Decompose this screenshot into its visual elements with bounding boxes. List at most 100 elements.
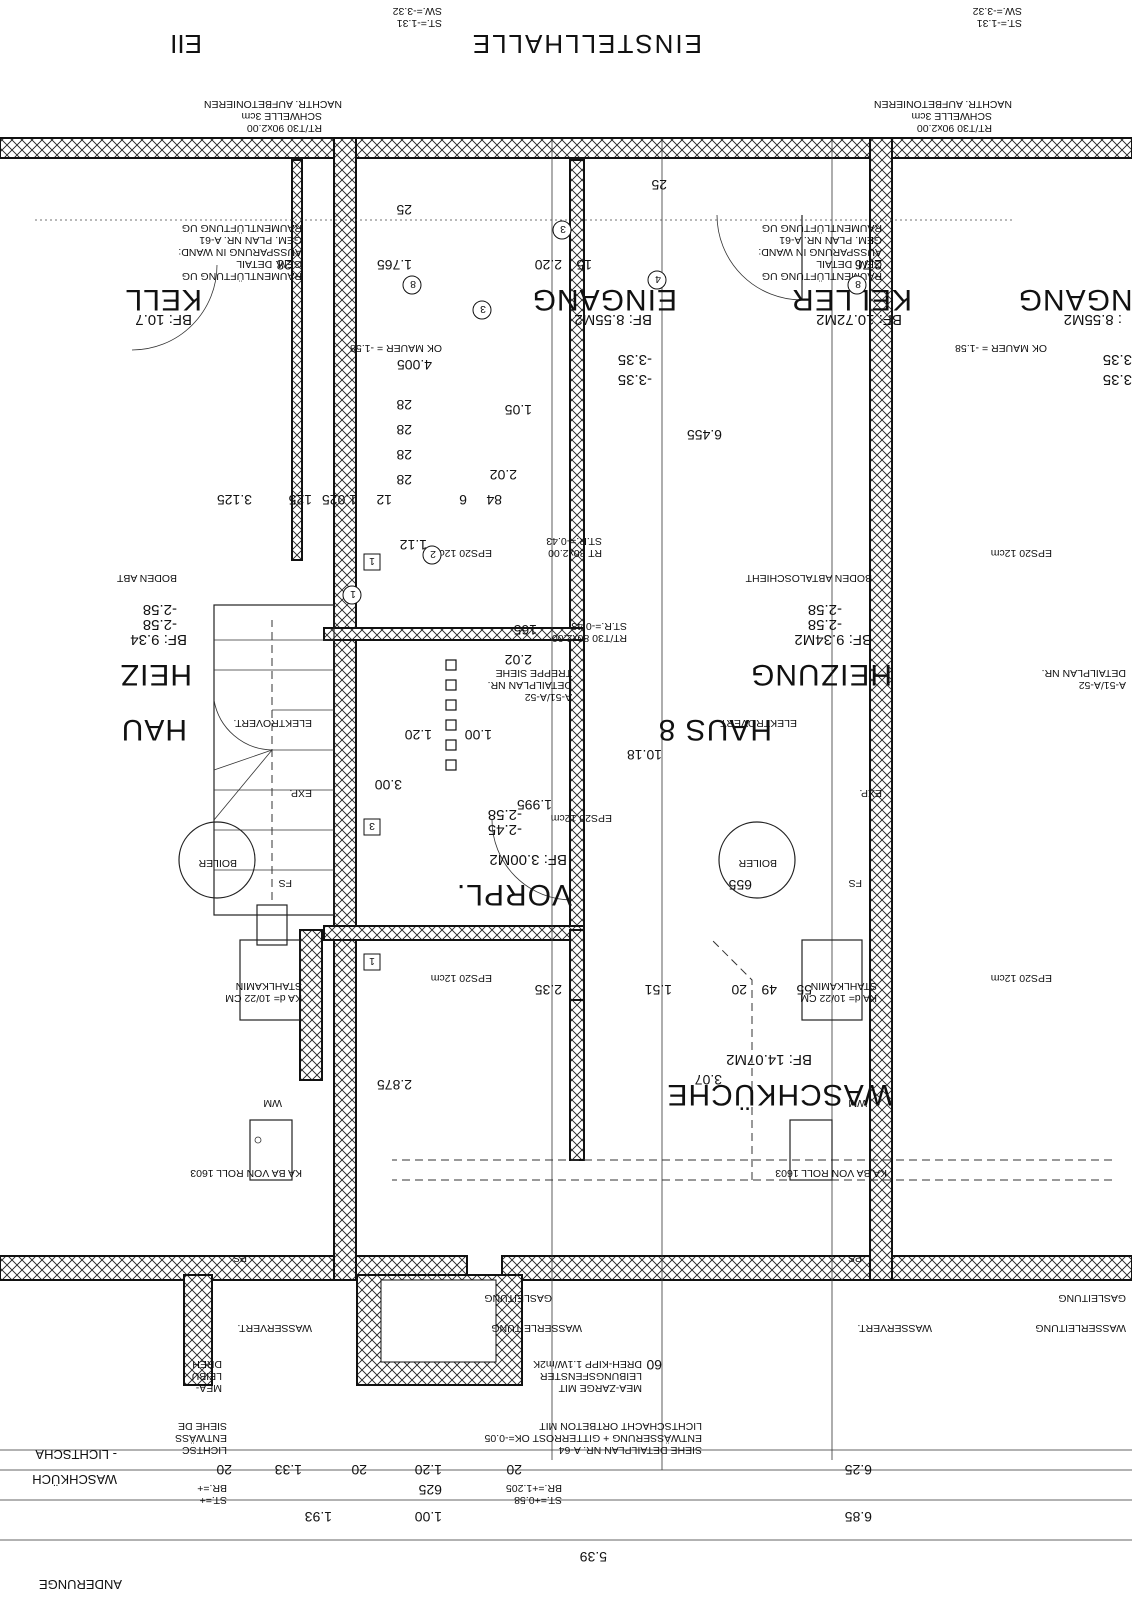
level-eingang-a: -3.35 — [618, 351, 652, 368]
lightwell-2: ENTWÄSSERUNG + GITTERROST OK=-0.05 — [484, 1432, 702, 1444]
bdim-625: 6.25 — [845, 1462, 872, 1478]
door-note-4: RT/T30 90x2.00 — [917, 122, 992, 134]
door-rt-2: ST.R.=-0.43 — [546, 535, 602, 547]
marker-circles: 1 2 3 8 3 4 8 — [342, 220, 867, 605]
fs-2: FS — [279, 877, 292, 889]
left-small-5: SIEHE DE — [178, 1420, 227, 1432]
heading-edge: EII — [170, 29, 202, 59]
left-small-6: MEA- — [195, 1382, 222, 1394]
circle-2: 2 — [430, 548, 436, 560]
edge-kell-area: BF: 10.7 — [135, 311, 192, 328]
stair-28-4: 28 — [396, 472, 412, 488]
level-edge-b: -2.58 — [143, 616, 177, 633]
dim-276: 2.76 — [855, 257, 882, 273]
gas-1: GASLEITUNG — [484, 1292, 552, 1304]
dim-202b: 2.02 — [505, 652, 532, 668]
door-rt30-2: ST.R.=-0.43 — [571, 620, 627, 632]
door-rt-1: RT 80x2.00 — [548, 547, 602, 559]
dim-102: 1.025 — [322, 492, 357, 508]
left-small-3: LICHTSC — [182, 1444, 227, 1456]
doors — [131, 214, 803, 901]
sw-note-1: ST.=-1.31 — [397, 17, 442, 29]
staircase — [213, 604, 335, 916]
room-waschkueche: WASCHKÜCHE — [666, 1078, 892, 1111]
dimension-lines — [0, 140, 1132, 1541]
mauer-1: OK MAUER = -1.58 — [350, 342, 442, 354]
level-vorpl-b: -2.45 — [488, 821, 522, 838]
edge-eingang-right: INGANG — [1018, 283, 1132, 316]
mea-1: MEA-ZARGE MIT — [558, 1382, 642, 1394]
dim-12: 12 — [376, 492, 392, 508]
stair-note-2: DETAILPLAN NR. — [488, 679, 572, 691]
kamin-1: KA d= 10/22 CM — [800, 992, 877, 1004]
sw-note-2: SW.=-3.32 — [393, 5, 442, 17]
circle-3b: 3 — [560, 223, 566, 235]
eps-1: EPS20 12cm — [430, 547, 492, 559]
dim-176: 1.765 — [377, 257, 412, 273]
edge-label-1: ANDERUNGE — [39, 1577, 122, 1592]
party-wall-right — [869, 137, 893, 1281]
gas-2: GASLEITUNG — [1058, 1292, 1126, 1304]
ka-roll-1: KA BA VON ROLL 1603 — [775, 1167, 887, 1179]
stair-28-1: 28 — [396, 397, 412, 413]
exp-1: EXP. — [859, 787, 882, 799]
exp-2: EXP. — [289, 787, 312, 799]
door-note-1: RT/T30 90x2.00 — [247, 122, 322, 134]
door-note-2: SCHWELLE 3cm — [241, 110, 322, 122]
bdim-120: 1.20 — [415, 1462, 442, 1478]
dim-195: 1.995 — [517, 797, 552, 813]
wasserv-1: WASSERVERT. — [858, 1322, 933, 1334]
kamin-4: STAHLKAMIN — [236, 980, 302, 992]
vent-9: GEM. DETAIL — [816, 258, 882, 270]
dim-300: 3.00 — [375, 777, 402, 793]
elektro-1: ELEKTROVERT. — [718, 717, 797, 729]
dim-125: 125 — [288, 492, 312, 508]
level-eingang-b: -3.35 — [618, 371, 652, 388]
vent-1: RAUMENTLÜFTUNG UG — [182, 222, 302, 234]
bdim-625s: 625 — [418, 1482, 442, 1498]
vent-8: AUSSPARUNG IN WAND: — [758, 246, 882, 258]
mea-3: DREH-KIPP 1.1W/m2K — [533, 1358, 642, 1370]
sw-note-4: SW.=-3.32 — [973, 5, 1022, 17]
dim-105: 1.05 — [505, 402, 532, 418]
dim-112: 1.12 — [400, 537, 427, 553]
circle-8b: 8 — [855, 278, 861, 290]
dim-100: 1.00 — [465, 727, 492, 743]
boiler-2: BOILER — [198, 857, 237, 869]
bdim-100: 1.00 — [415, 1509, 442, 1525]
vent-7: GEM. PLAN NR. A-61 — [779, 234, 882, 246]
ka-roll-2: KA BA VON ROLL 1603 — [190, 1167, 302, 1179]
eps-5: EPS20 12cm — [550, 812, 612, 824]
stair-balusters — [445, 659, 457, 771]
dim-165: 165 — [513, 622, 537, 638]
stair-28-3: 28 — [396, 447, 412, 463]
eps-2: EPS20 12cm — [430, 972, 492, 984]
marker-squares: 1 3 1 — [363, 553, 381, 971]
circle-8: 8 — [410, 278, 416, 290]
vent-3: AUSSPARUNG IN WAND: — [178, 246, 302, 258]
stair-note-5: A-51/A-52 — [1079, 679, 1126, 691]
stair-note-3: A-51/A-52 — [525, 691, 572, 703]
level-vorpl-a: -2.58 — [488, 806, 522, 823]
dim-645: 6.455 — [687, 427, 722, 443]
dim-120: 1.20 — [405, 727, 432, 743]
sw-note-3: ST.=-1.31 — [977, 17, 1022, 29]
vent-4: GEM. DETAIL — [236, 258, 302, 270]
lightwell-1: SIEHE DETAILPLAN NR. A-64 — [558, 1444, 702, 1456]
dim-287: 2.875 — [377, 1077, 412, 1093]
bdim-685: 6.85 — [845, 1509, 872, 1525]
dim-235: 2.35 — [535, 982, 562, 998]
bdim-20a: 20 — [216, 1462, 232, 1478]
wm-2: WM — [263, 1097, 282, 1109]
fs-1: FS — [849, 877, 862, 889]
elektro-2: ELEKTROVERT. — [233, 717, 312, 729]
eps-4: EPS20 12cm — [990, 972, 1052, 984]
bdim-133: 1.33 — [275, 1462, 302, 1478]
dim-15: 15 — [576, 257, 592, 273]
kamin-3: KA d= 10/22 CM — [225, 992, 302, 1004]
dim-220: 2.20 — [535, 257, 562, 273]
dim-312: 3.125 — [217, 492, 252, 508]
dim-655: 655 — [728, 877, 752, 893]
lightwell-3: LICHTSCHACHT ORTBETON MIT — [539, 1420, 702, 1432]
